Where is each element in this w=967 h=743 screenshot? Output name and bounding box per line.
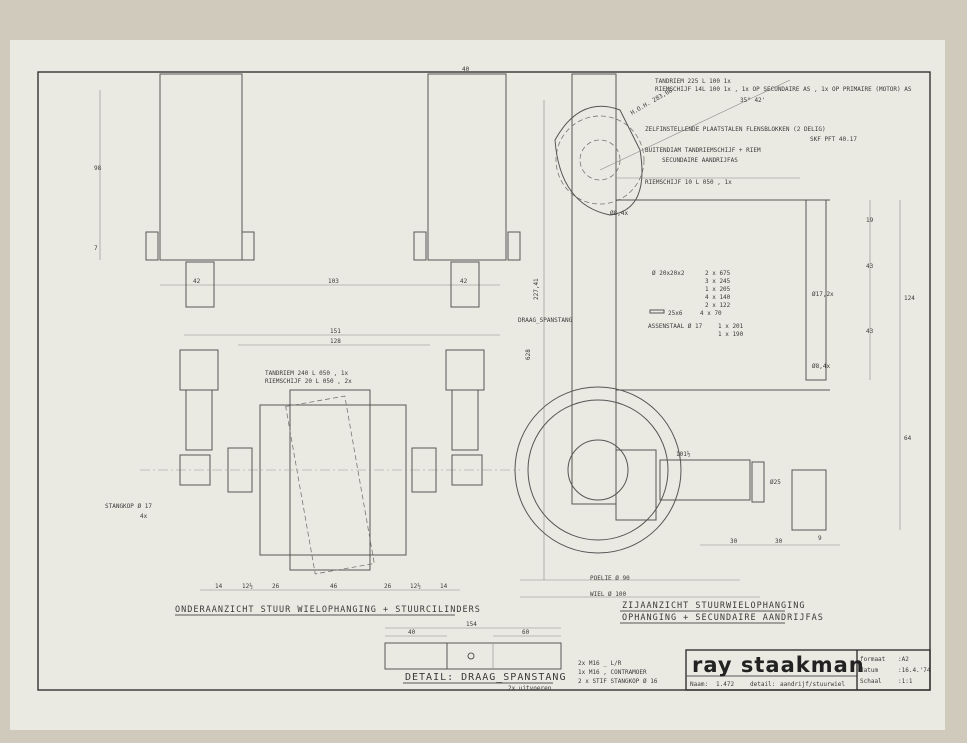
dim-98: 98: [94, 165, 102, 172]
bottom-view-title: ONDERAANZICHT STUUR WIELOPHANGING + STUU…: [175, 605, 481, 615]
dim-628: 628: [525, 349, 532, 360]
note-riemschijf-mid: RIEMSCHIJF 10 L 050 , 1x: [645, 179, 732, 186]
material-qty: 2 x 675: [705, 270, 731, 277]
dim-151: 151: [330, 328, 341, 335]
side-view: [514, 73, 901, 598]
dim-8b: Ø8,4x: [610, 210, 628, 217]
materials-list: Ø 20x20x2 2 x 675 3 x 245 1 x 205 4 x 14…: [648, 270, 744, 338]
side-view-subtitle: OPHANGING + SECUNDAIRE AANDRIJFAS: [622, 613, 824, 623]
dim-7: 7: [94, 245, 98, 252]
formaat-label: formaat: [860, 656, 886, 663]
dim-12-5b: 12½: [410, 583, 421, 590]
dim-12-5: 12½: [242, 583, 253, 590]
note-skf: SKF PFT 40.17: [810, 136, 857, 143]
material-qty: 1 x 205: [705, 286, 731, 293]
dim-14b: 14: [440, 583, 448, 590]
naam-label: Naam:: [690, 681, 708, 688]
dim-17: Ø17,2x: [812, 291, 834, 298]
dim-103: 103: [328, 278, 339, 285]
schaal-label: Schaal: [860, 678, 882, 685]
dim-64: 64: [904, 435, 912, 442]
material-item: 25x6: [668, 310, 683, 317]
naam-value: 1.472: [716, 681, 734, 688]
note-m16-lr: 2x M16 _ L/R: [578, 660, 622, 667]
dim-30: 30: [730, 538, 738, 545]
note-tandriem-mid: TANDRIEM 240 L 050 , 1x: [265, 370, 348, 377]
material-qty: 3 x 245: [705, 278, 731, 285]
material-item: ASSENSTAAL Ø 17: [648, 323, 703, 330]
detail-note: 2x uitvoeren: [508, 685, 552, 692]
material-qty: 1 x 201: [718, 323, 744, 330]
dim-14: 14: [215, 583, 223, 590]
dim-101: 101½: [676, 451, 691, 458]
note-draag-spanstang: DRAAG_SPANSTANG: [518, 317, 573, 324]
dim-43: 43: [866, 263, 874, 270]
formaat-value: :A2: [898, 656, 909, 663]
note-poelie: POELIE Ø 90: [590, 575, 630, 582]
dim-9: 9: [818, 535, 822, 542]
note-sec-aandrijfas: SECUNDAIRE AANDRIJFAS: [662, 157, 738, 164]
dim-40-top: 40: [462, 66, 470, 73]
detail-rod: [384, 627, 562, 670]
datum-value: :16.4.'74: [898, 667, 931, 674]
material-qty: 1 x 190: [718, 331, 744, 338]
dim-128: 128: [330, 338, 341, 345]
title-block: ray staakman Naam: 1.472 detail: aandrij…: [685, 649, 931, 691]
brand-name: ray staakman: [692, 653, 865, 677]
bottom-view: [99, 73, 521, 591]
note-tandriem: TANDRIEM 225 L 100 1x: [655, 78, 731, 85]
dim-154: 154: [466, 621, 477, 628]
dim-43b: 43: [866, 328, 874, 335]
drawing-border: [37, 71, 931, 691]
note-m16-contra: 1x M16 , CONTRAMOER: [578, 669, 647, 676]
material-item: Ø 20x20x2: [652, 270, 685, 277]
material-qty: 4 x 70: [700, 310, 722, 317]
dim-227-41: 227,41: [533, 278, 540, 300]
material-qty: 2 x 122: [705, 302, 731, 309]
note-stangkop-list: 2 x STIF STANGKOP Ø 16: [578, 678, 658, 685]
dim-19: 19: [866, 217, 874, 224]
note-angle: 35° 42': [740, 97, 765, 104]
dim-42: 42: [193, 278, 201, 285]
note-buitendiam: BUITENDIAM TANDRIEMSCHIJF + RIEM: [645, 147, 761, 154]
dim-26b: 26: [384, 583, 392, 590]
dim-124: 124: [904, 295, 915, 302]
detail-value: aandrijf/stuurwiel: [780, 681, 845, 688]
dim-46: 46: [330, 583, 338, 590]
detail-label: detail:: [750, 681, 775, 688]
note-flensblokken: ZELFINSTELLENDE PLAATSTALEN FLENSBLOKKEN…: [645, 126, 826, 133]
dim-30b: 30: [775, 538, 783, 545]
dim-60: 60: [522, 629, 530, 636]
note-riemschijf: RIEMSCHIJF 14L 100 1x , 1x OP SECUNDAIRE…: [655, 86, 912, 93]
note-stangkop: STANGKOP Ø 17: [105, 503, 152, 510]
material-qty: 4 x 140: [705, 294, 731, 301]
schaal-value: :1:1: [898, 678, 913, 685]
dim-26: 26: [272, 583, 280, 590]
dim-42b: 42: [460, 278, 468, 285]
side-view-title: ZIJAANZICHT STUURWIELOPHANGING: [622, 601, 806, 611]
dim-25: Ø25: [770, 479, 781, 486]
detail-title: DETAIL: DRAAG_SPANSTANG: [405, 672, 566, 683]
dim-8: Ø8,4x: [812, 363, 830, 370]
note-wiel: WIEL Ø 100: [590, 591, 627, 598]
note-stangkop-qty: 4x: [140, 513, 148, 520]
note-riemschijf-low: RIEMSCHIJF 20 L 050 , 2x: [265, 378, 352, 385]
datum-label: datum: [860, 667, 878, 674]
dim-40: 40: [408, 629, 416, 636]
